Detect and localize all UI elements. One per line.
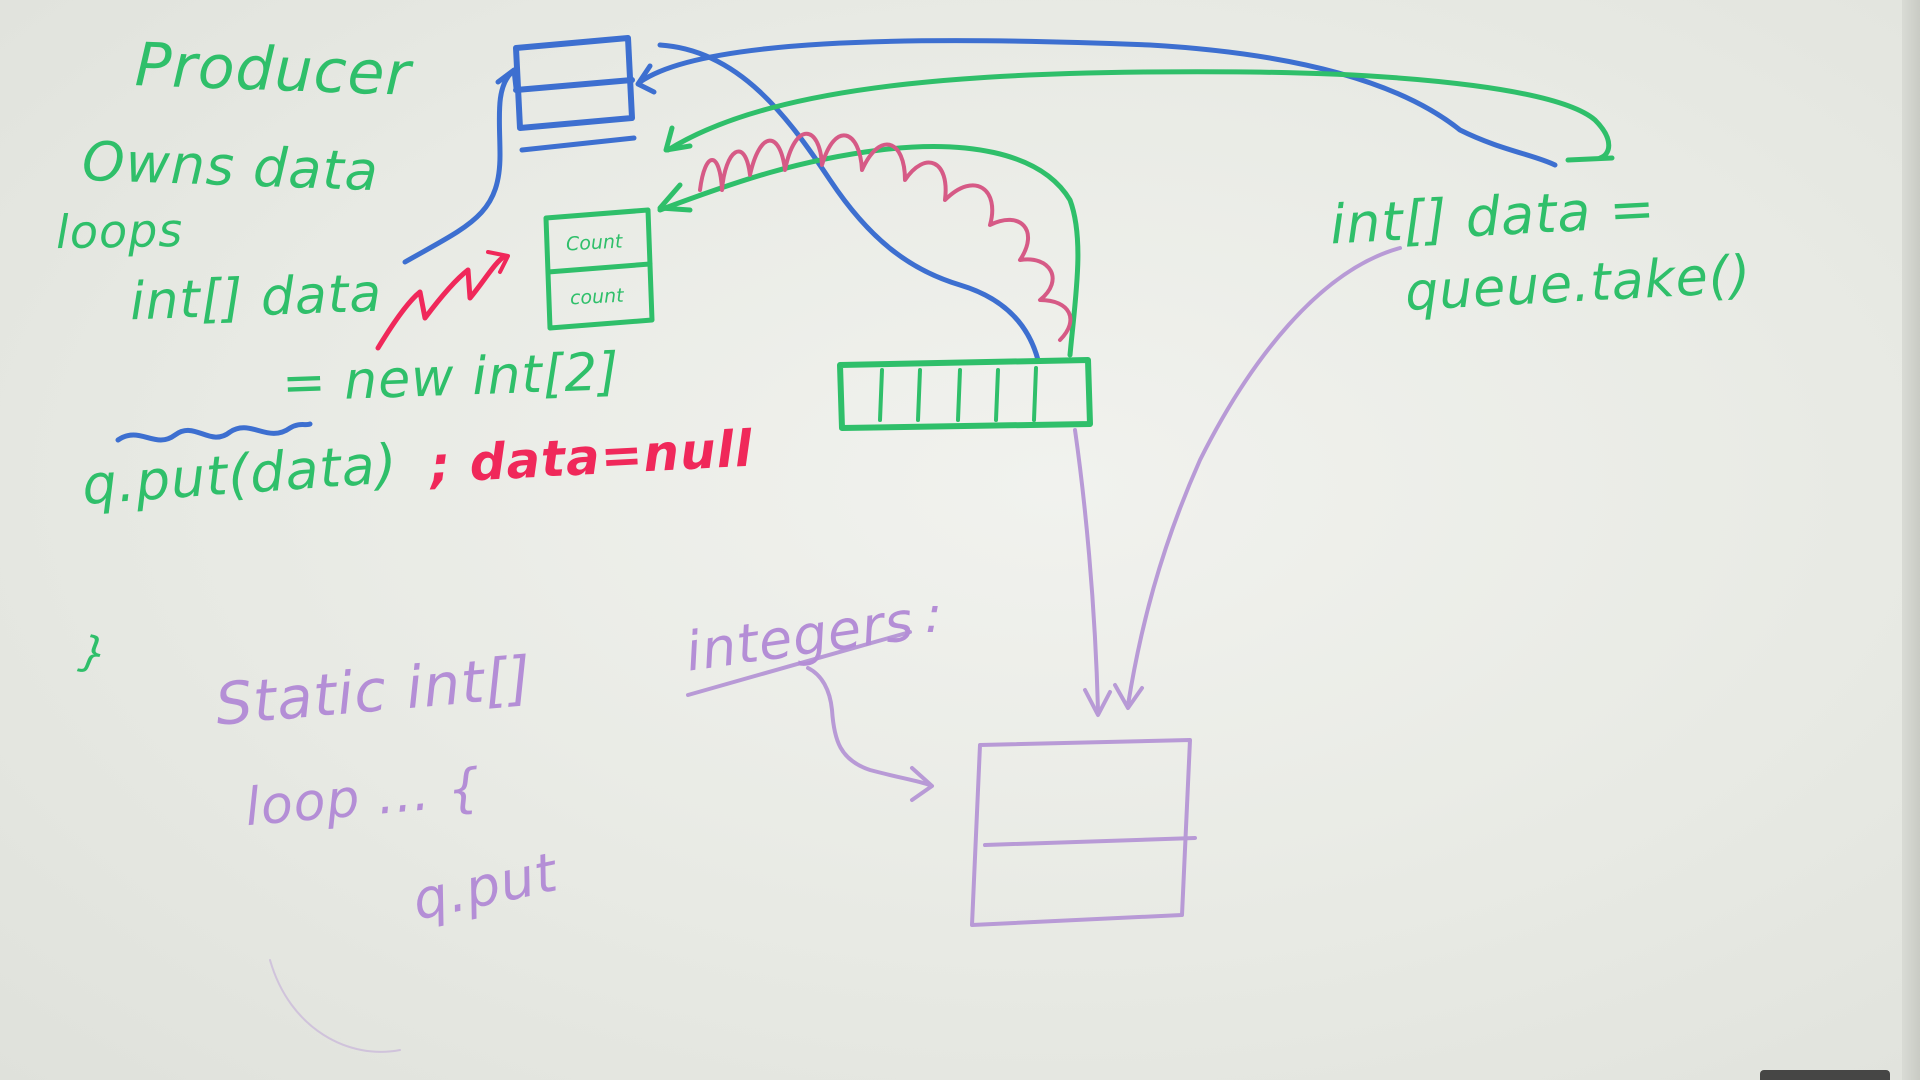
- count-cell-label-2: count: [569, 284, 625, 310]
- whiteboard-edge: [1902, 0, 1920, 1080]
- pink-spring: [698, 132, 1073, 342]
- blocking-queue: [837, 357, 1093, 431]
- eraser: [1760, 1070, 1890, 1080]
- faint-arc: [269, 959, 401, 1053]
- owns-data-text: Owns data: [81, 129, 380, 204]
- integers-pointer-arrow: [806, 666, 932, 787]
- consumer-reference-arrow: [637, 38, 1558, 168]
- new-int-allocation: = new int[2]: [281, 342, 621, 414]
- count-cells: [543, 207, 655, 331]
- purple-arrow-from-consumer: [1126, 246, 1402, 707]
- memory-box: [513, 35, 637, 153]
- producer-reference-arrow: [402, 69, 515, 265]
- integers-underline: [686, 630, 912, 697]
- queue-reference-line: [657, 42, 1041, 363]
- green-top-arc: [665, 69, 1612, 161]
- purple-arrow-from-queue: [1073, 428, 1100, 712]
- consumer-declaration: int[] data =: [1328, 176, 1658, 257]
- integers-colon: :: [925, 586, 943, 644]
- producer-heading: Producer: [133, 30, 413, 110]
- count-cell-label-1: Count: [565, 230, 623, 256]
- static-array-box: [970, 738, 1197, 927]
- wavy-underline: [115, 421, 313, 443]
- red-scribble: [375, 253, 508, 351]
- loops-text: loops: [55, 202, 184, 260]
- int-data-declaration: int[] data: [129, 263, 384, 333]
- green-arc-arrow: [657, 144, 1081, 358]
